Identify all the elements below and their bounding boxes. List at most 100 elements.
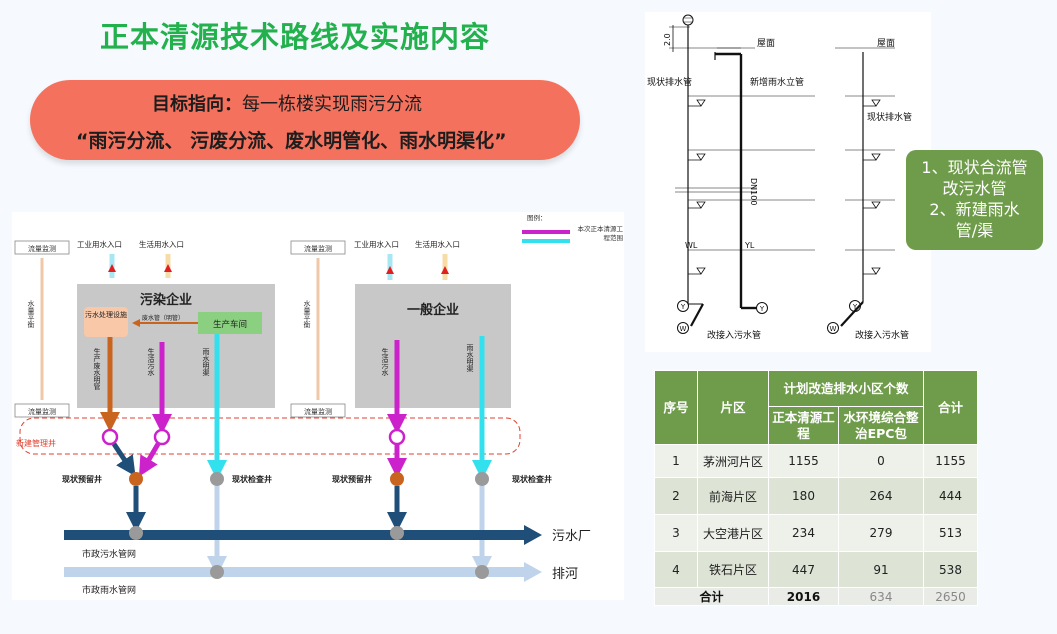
existing-drain-label-2: 现状排水管 <box>867 111 912 123</box>
row-zbqy: 1155 <box>768 444 839 478</box>
riser-diagram: 2.0 屋面 屋面 Y 现状排水管 新增雨水立管 DN100 WL YL Y W… <box>645 12 931 352</box>
sewage-plant-label: 污水厂 <box>552 529 591 544</box>
col-area: 片区 <box>697 370 769 445</box>
col-no: 序号 <box>654 370 698 445</box>
right-w-node <box>827 322 839 334</box>
fixture-3 <box>688 201 706 209</box>
waste-pipe-label: 废水管（明管） <box>142 314 184 322</box>
goal-slogan: “雨污分流、 污废分流、废水明管化、雨水明渠化” <box>76 130 507 152</box>
note-line-4: 管/渠 <box>955 221 994 240</box>
sum-total: 2650 <box>923 587 978 606</box>
storm-node-1 <box>210 565 224 579</box>
row-zbqy: 234 <box>768 514 839 552</box>
inlet-valve-1 <box>108 264 116 272</box>
row-no: 4 <box>654 551 698 588</box>
flow-monitor-label-2: 流量监测 <box>28 407 56 416</box>
row-area: 前海片区 <box>697 477 769 515</box>
note-line-3: 2、新建雨水 <box>929 200 1020 219</box>
flow-monitor-box-2 <box>14 403 70 418</box>
domestic-sewage-label-1: 生活污水 <box>147 348 155 376</box>
left-reconnect-pipe <box>690 303 704 327</box>
flow-monitor-box-3 <box>290 240 346 255</box>
storm-main-arrow <box>524 562 542 582</box>
summary-note: 1、现状合流管 改污水管 2、新建雨水 管/渠 <box>906 150 1043 250</box>
plan-table: 序号 片区 计划改造排水小区个数 合计 正本清源工程 水环境综合整治EPC包 1… <box>654 370 978 606</box>
existing-drain-label-1: 现状排水管 <box>647 76 692 88</box>
right-y-mark: Y <box>852 303 858 311</box>
industrial-inlet-label-1: 工业用水入口 <box>77 239 122 249</box>
inlet-valve-4 <box>441 266 449 274</box>
inspection-well-1 <box>210 472 224 486</box>
inspection-well-label-2: 现状检查井 <box>512 474 552 484</box>
note-line-2: 改污水管 <box>942 179 1007 198</box>
fixture-4 <box>688 267 706 275</box>
flow-diagram: 图例： 本次正本清源工程范围 流量监测 流量监测 水量平衡 流量监测 流量监测 … <box>12 212 624 600</box>
workshop-box <box>198 312 262 334</box>
fixture-8 <box>863 267 881 275</box>
manhole-2-outflow <box>138 442 161 477</box>
row-zbqy: 180 <box>768 477 839 515</box>
row-total: 1155 <box>923 444 978 478</box>
wl-label: WL <box>685 241 698 250</box>
general-enterprise-box <box>355 284 511 408</box>
row-epc: 0 <box>838 444 924 478</box>
inspection-well-2 <box>475 472 489 486</box>
rain-channel-label-2: 雨水明渠 <box>466 344 474 372</box>
fixture-6 <box>863 153 881 161</box>
row-area: 大空港片区 <box>697 514 769 552</box>
workshop-label: 生产车间 <box>213 319 247 330</box>
sewer-node-1 <box>129 526 143 540</box>
sewer-main-arrow <box>524 525 542 545</box>
fixture-1 <box>688 99 706 107</box>
inlet-valve-2 <box>164 264 172 272</box>
reconnect-label-1: 改接入污水管 <box>707 329 761 341</box>
manhole-1-outflow <box>111 442 136 477</box>
reconnect-label-2: 改接入污水管 <box>855 329 909 341</box>
roof-label-1: 屋面 <box>757 38 775 49</box>
page-title: 正本清源技术路线及实施内容 <box>100 20 491 54</box>
table-sum-row: 合计 2016 634 2650 <box>654 587 978 606</box>
goal-text: 每一栋楼实现雨污分流 <box>242 94 422 115</box>
note-line-1: 1、现状合流管 <box>921 158 1028 177</box>
legend-label: 本次正本清源工程范围 <box>577 225 624 242</box>
new-manhole-band <box>19 417 521 455</box>
fixture-2 <box>688 153 706 161</box>
retention-well-label-1: 现状预留井 <box>62 474 102 484</box>
goal-banner: 目标指向：每一栋楼实现雨污分流 “雨污分流、 污废分流、废水明管化、雨水明渠化” <box>30 80 580 160</box>
col-plan: 计划改造排水小区个数 <box>768 370 924 407</box>
prod-waste-pipe-label: 生产废水明管 <box>93 348 101 390</box>
new-manhole-3 <box>388 428 406 446</box>
water-balance-label-2: 水量平衡 <box>303 300 311 328</box>
legend-title: 图例： <box>527 213 547 222</box>
flow-monitor-label-3: 流量监测 <box>304 244 332 253</box>
row-total: 513 <box>923 514 978 552</box>
row-no: 3 <box>654 514 698 552</box>
sewer-node-2 <box>390 526 404 540</box>
new-manhole-1 <box>101 428 119 446</box>
col-total: 合计 <box>923 370 978 445</box>
domestic-inlet-label-1: 生活用水入口 <box>139 239 184 249</box>
left-w-mark: W <box>680 325 687 333</box>
rain-y-mark: Y <box>759 305 765 313</box>
table-row: 4 铁石片区 447 91 538 <box>654 551 978 588</box>
flow-monitor-box-1 <box>14 240 70 255</box>
row-epc: 91 <box>838 551 924 588</box>
sum-label: 合计 <box>654 587 769 606</box>
right-reconnect-pipe <box>840 301 864 327</box>
legend-swatch-rain <box>522 239 570 243</box>
municipal-storm-label: 市政雨水管网 <box>82 584 136 596</box>
col-zbqy: 正本清源工程 <box>768 406 839 445</box>
flow-monitor-box-4 <box>290 403 346 418</box>
dn-label: DN100 <box>749 178 758 205</box>
legend-swatch-sewage <box>522 230 570 234</box>
polluting-enterprise-label: 污染企业 <box>140 292 192 308</box>
rain-channel-label-1: 雨水明渠 <box>202 348 210 376</box>
retention-well-2 <box>390 472 404 486</box>
industrial-inlet-label-2: 工业用水入口 <box>354 239 399 249</box>
vent-cap <box>682 14 694 26</box>
row-total: 444 <box>923 477 978 515</box>
treatment-facility-box <box>84 307 128 337</box>
river-discharge-label: 排河 <box>552 567 578 582</box>
yl-label: YL <box>744 241 755 250</box>
table-row: 2 前海片区 180 264 444 <box>654 477 978 515</box>
